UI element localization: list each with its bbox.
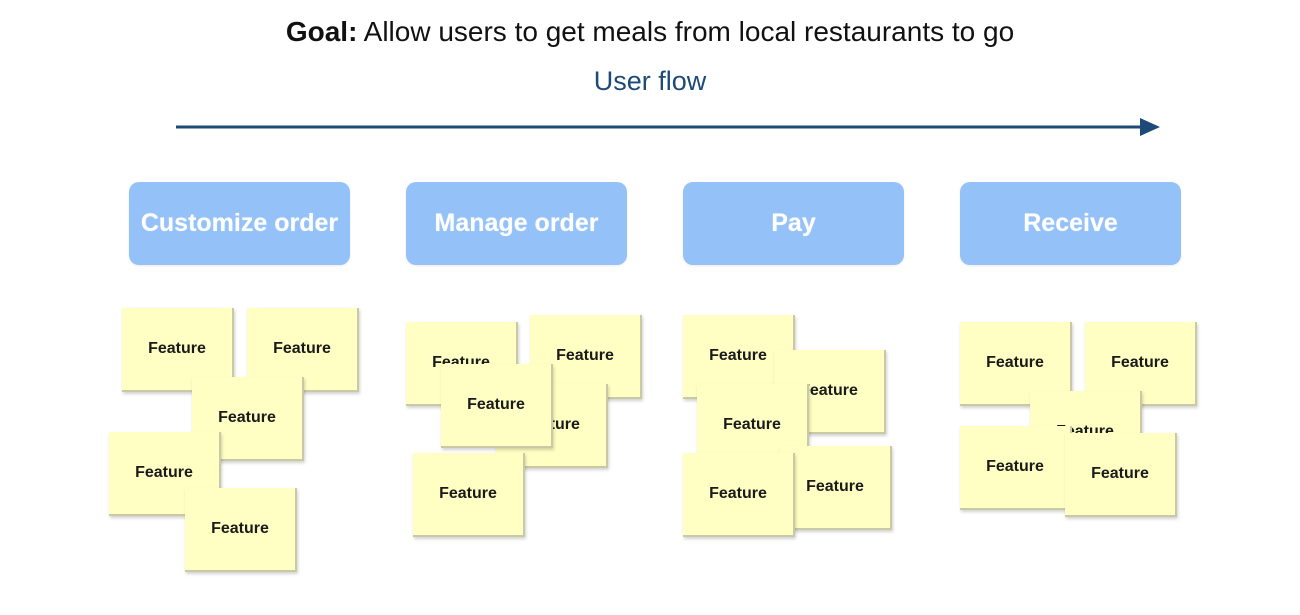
stage-customize-order[interactable]: Customize order: [129, 182, 350, 265]
stage-manage-order[interactable]: Manage order: [406, 182, 627, 265]
feature-note[interactable]: Feature: [683, 453, 795, 537]
goal-heading: Goal: Allow users to get meals from loca…: [0, 16, 1300, 48]
feature-note[interactable]: Feature: [960, 426, 1072, 510]
goal-label: Goal:: [285, 16, 358, 47]
stage-receive[interactable]: Receive: [960, 182, 1181, 265]
feature-note[interactable]: Feature: [1065, 433, 1177, 517]
goal-text: Allow users to get meals from local rest…: [363, 16, 1015, 47]
user-flow-arrow: [176, 118, 1160, 136]
stage-pay[interactable]: Pay: [683, 182, 904, 265]
feature-note[interactable]: Feature: [780, 446, 892, 530]
feature-note[interactable]: Feature: [185, 488, 297, 572]
feature-note[interactable]: Feature: [413, 453, 525, 537]
feature-note[interactable]: Feature: [441, 364, 553, 448]
user-flow-label: User flow: [593, 66, 707, 96]
